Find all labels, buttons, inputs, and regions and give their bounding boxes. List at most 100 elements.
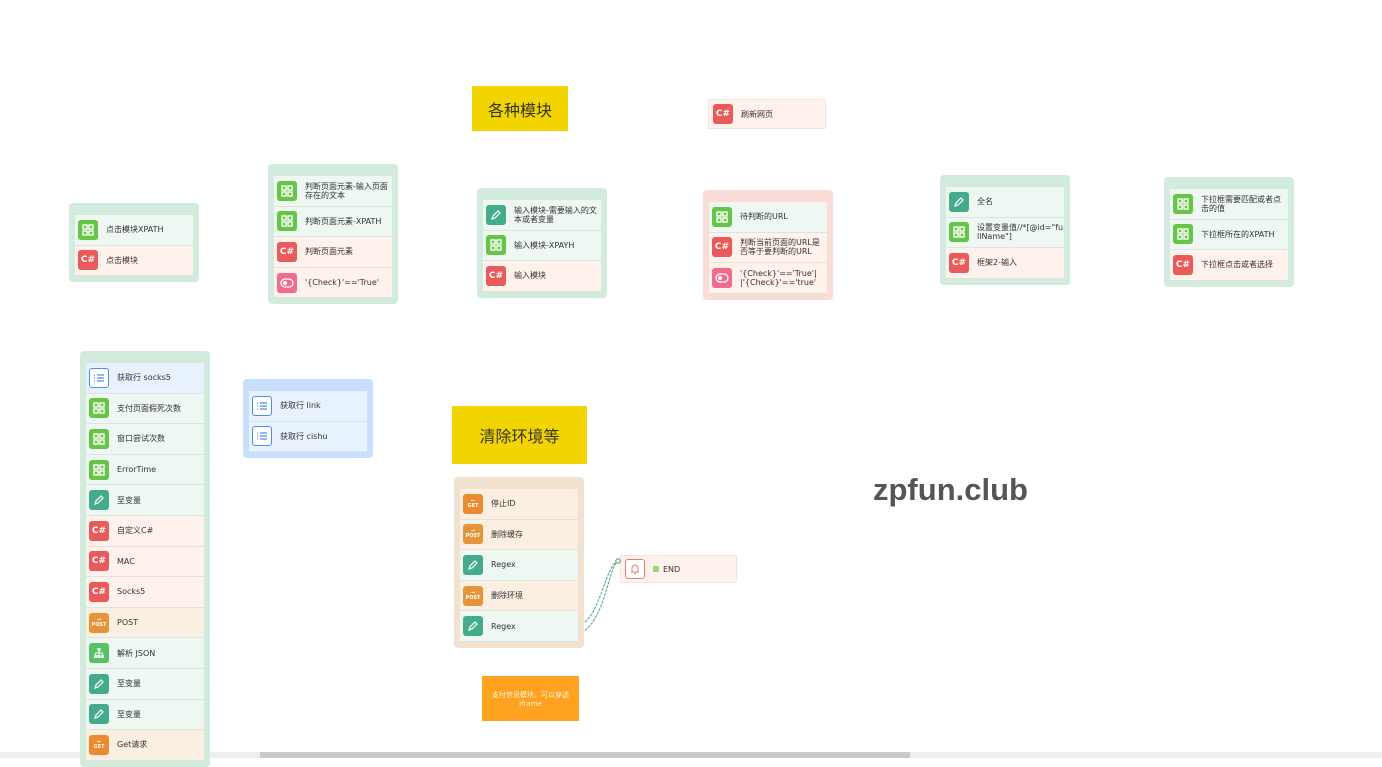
item-label: 全名 (977, 197, 993, 207)
csharp-icon: C# (89, 520, 109, 541)
item-label: 点击模块XPATH (106, 225, 164, 235)
item-label: 输入模块 (514, 271, 546, 281)
item-label: 删除环境 (491, 590, 523, 600)
item-label: 框架2-输入 (977, 258, 1017, 268)
list-icon (252, 426, 272, 447)
module-group-1[interactable]: 判断页面元素-输入页面存在的文本判断页面元素-XPATH C#判断页面元素'{Ch… (268, 164, 398, 305)
module-item[interactable]: 下拉框所在的XPATH (1170, 219, 1288, 251)
module-item[interactable]: C#下拉框点击或者选择 (1170, 250, 1288, 281)
module-item[interactable]: 输入模块-需要输入的文本或者变量 (483, 200, 601, 231)
grid-icon (949, 222, 969, 243)
label-payment-note[interactable]: 支付信息模块，可以穿透iframe (482, 676, 579, 721)
list-icon (252, 395, 272, 416)
module-item[interactable]: '{Check}'=='True' (274, 267, 392, 299)
pencil-icon (463, 554, 483, 575)
module-item[interactable]: 判断页面元素-输入页面存在的文本 (274, 176, 392, 207)
grid-icon (712, 206, 732, 227)
item-label: 自定义C# (117, 526, 154, 536)
item-label: 获取行 link (280, 401, 321, 411)
module-item[interactable]: C#Socks5 (86, 577, 204, 608)
module-item[interactable]: 全名 (946, 187, 1064, 218)
module-item[interactable]: Regex (460, 611, 578, 642)
end-node[interactable]: END (620, 555, 737, 583)
module-item[interactable]: C# 框架2-输入 (946, 248, 1064, 279)
grid-icon (89, 428, 109, 449)
module-item[interactable]: '{Check}'=='True'||'{Check}'=='true' (709, 263, 827, 294)
csharp-icon: C# (1173, 254, 1193, 275)
csharp-icon: C# (89, 551, 109, 572)
item-label: 至变量 (117, 495, 141, 505)
item-label: Get请求 (117, 740, 148, 750)
node-label: 刷新网页 (741, 109, 773, 119)
module-item[interactable]: 获取行 cishu (249, 421, 367, 453)
item-label: 输入模块-XPAYH (514, 240, 575, 250)
module-item[interactable]: 至变量 (86, 668, 204, 700)
module-group-2[interactable]: 输入模块-需要输入的文本或者变量输入模块-XPAYH C# 输入模块 (477, 188, 607, 298)
module-item[interactable]: 点击模块XPATH (75, 215, 193, 246)
item-label: 至变量 (117, 709, 141, 719)
item-label: 判断当前页面的URL是否等于要判断的URL (740, 238, 820, 257)
module-group-3[interactable]: 待判断的URL C#判断当前页面的URL是否等于要判断的URL'{Check}'=… (703, 190, 833, 300)
module-group-7[interactable]: 获取行 link 获取行 cishu (243, 379, 373, 459)
module-item[interactable]: 输入模块-XPAYH (483, 230, 601, 262)
csharp-icon: C# (486, 265, 506, 286)
module-item[interactable]: 窗口尝试次数 (86, 424, 204, 455)
toggle-icon (712, 267, 732, 288)
post-request-icon: →POST (463, 585, 483, 606)
module-item[interactable]: C#判断页面元素 (274, 237, 392, 268)
grid-icon (277, 180, 297, 201)
item-label: MAC (117, 556, 135, 566)
module-item[interactable]: Regex (460, 550, 578, 581)
module-item[interactable]: 判断页面元素-XPATH (274, 206, 392, 238)
module-item[interactable]: 待判断的URL (709, 202, 827, 233)
module-item[interactable]: 下拉框需要匹配或者点击的值 (1170, 189, 1288, 220)
module-group-0[interactable]: 点击模块XPATH C#点击模块 (69, 203, 199, 283)
item-label: 待判断的URL (740, 212, 788, 222)
module-item[interactable]: 获取行 link (249, 391, 367, 422)
csharp-icon: C# (713, 104, 733, 124)
module-item[interactable]: →POST 删除缓存 (460, 519, 578, 551)
input-port (615, 558, 621, 564)
module-group-4[interactable]: 全名设置变量值//*[@id="fullName"] C# 框架2-输入 (940, 175, 1070, 285)
item-label: 判断页面元素-XPATH (305, 216, 382, 226)
label-cleanup[interactable]: 清除环境等 (452, 406, 587, 464)
module-item[interactable]: 解析 JSON (86, 638, 204, 669)
label-modules[interactable]: 各种模块 (472, 86, 568, 131)
item-label: 至变量 (117, 679, 141, 689)
module-item[interactable]: C#点击模块 (75, 245, 193, 277)
module-item[interactable]: →POST 删除环境 (460, 580, 578, 612)
module-item[interactable]: 至变量 (86, 485, 204, 516)
scrollbar-thumb[interactable] (260, 752, 910, 758)
pencil-icon (89, 673, 109, 694)
grid-icon (78, 219, 98, 240)
module-item[interactable]: C# 输入模块 (483, 261, 601, 292)
pencil-icon (486, 204, 506, 225)
module-item[interactable]: C# 自定义C# (86, 515, 204, 547)
sitemap-icon (89, 643, 109, 664)
item-label: 设置变量值//*[@id="fullName"] (977, 223, 1064, 242)
pencil-icon (949, 191, 969, 212)
module-item[interactable]: ErrorTime (86, 454, 204, 486)
refresh-node[interactable]: C# 刷新网页 (708, 99, 826, 129)
csharp-icon: C# (949, 252, 969, 273)
item-label: 窗口尝试次数 (117, 434, 165, 444)
post-request-icon: →POST (463, 524, 483, 545)
csharp-icon: C# (78, 250, 98, 271)
module-item[interactable]: 获取行 socks5 (86, 363, 204, 394)
toggle-icon (277, 272, 297, 293)
module-item[interactable]: C#判断当前页面的URL是否等于要判断的URL (709, 232, 827, 264)
module-item[interactable]: 至变量 (86, 699, 204, 731)
module-item[interactable]: 支付页面假死次数 (86, 393, 204, 425)
grid-icon (486, 235, 506, 256)
pencil-icon (463, 616, 483, 637)
module-item[interactable]: C# MAC (86, 546, 204, 578)
module-item[interactable]: 设置变量值//*[@id="fullName"] (946, 217, 1064, 249)
item-label: 删除缓存 (491, 529, 523, 539)
item-label: 判断页面元素-输入页面存在的文本 (305, 181, 388, 200)
